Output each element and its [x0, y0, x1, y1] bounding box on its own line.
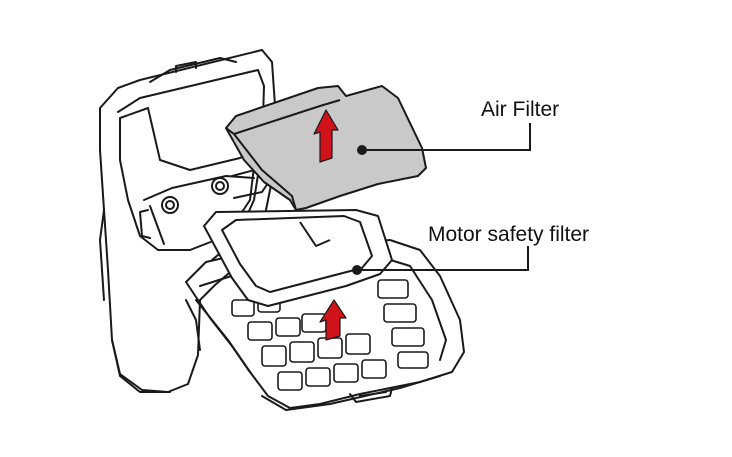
motor-safety-filter	[203, 209, 393, 307]
air-filter-leader-line	[362, 123, 531, 151]
motor-filter-leader-dot	[352, 265, 362, 275]
air-filter-leader-dot	[357, 145, 367, 155]
screw-hole-right	[211, 177, 229, 195]
vacuum-body-outline	[99, 49, 277, 393]
cavity-floor	[143, 175, 255, 201]
cavity-wall	[149, 205, 165, 245]
screw-hole-left	[161, 196, 179, 214]
screw-hole-left-inner	[165, 200, 175, 210]
housing-bottom-edge	[261, 375, 441, 411]
body-foot	[111, 339, 171, 393]
body-top-tab	[175, 61, 197, 73]
housing-front-edge	[195, 299, 251, 373]
up-arrow-icon	[319, 299, 347, 341]
air-filter-label: Air Filter	[481, 98, 560, 121]
motor-filter-leader-line	[357, 246, 529, 271]
body-handle-curve	[99, 209, 105, 301]
up-arrow-icon	[313, 109, 339, 163]
body-lower-curve	[185, 299, 201, 351]
housing-latch-inner	[359, 391, 387, 397]
cavity-bracket	[139, 209, 151, 239]
motor-safety-filter-label: Motor safety filter	[428, 223, 590, 246]
screw-hole-right-inner	[215, 181, 225, 191]
housing-latch	[349, 387, 393, 403]
